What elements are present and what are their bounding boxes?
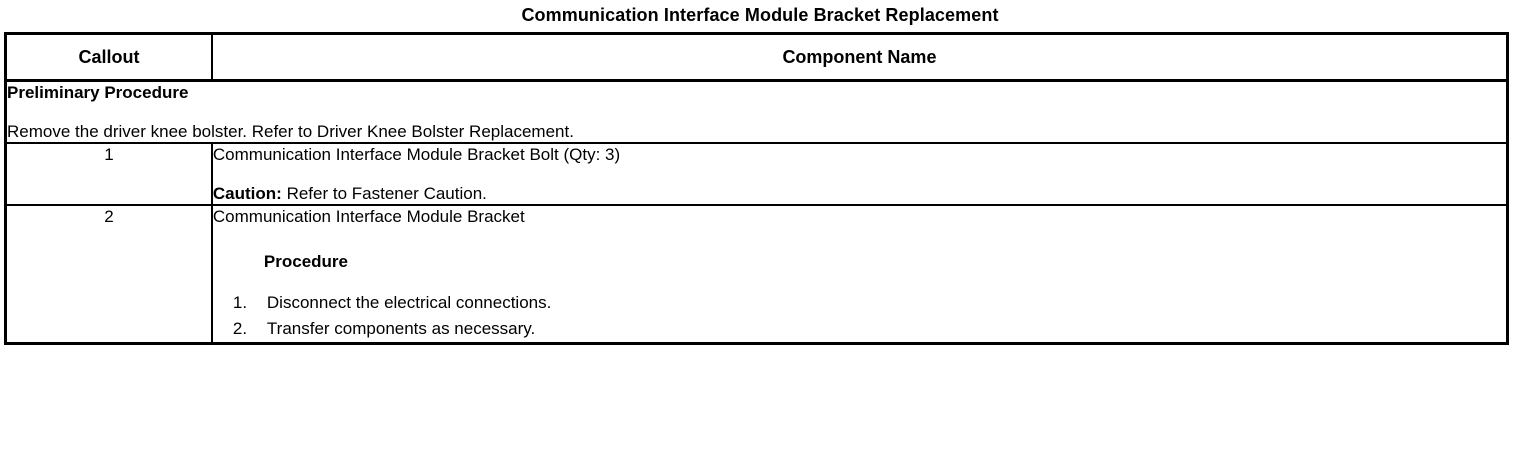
component-table: Callout Component Name Preliminary Proce… [4, 32, 1509, 345]
page-title: Communication Interface Module Bracket R… [521, 5, 999, 25]
caution-label: Caution: [212, 184, 282, 203]
preliminary-procedure-row: Preliminary Procedure Remove the driver … [4, 79, 1509, 144]
component-name-text: Communication Interface Module Bracket B… [212, 145, 621, 164]
component-name-cell: Communication Interface Module Bracket B… [210, 142, 1509, 206]
procedure-heading: Procedure [263, 252, 348, 271]
caution-note: Caution: Refer to Fastener Caution. [213, 183, 1506, 204]
preliminary-procedure-heading: Preliminary Procedure [7, 83, 189, 102]
callout-number: 2 [4, 204, 213, 345]
column-header-callout: Callout [4, 32, 213, 82]
callout-number: 1 [4, 142, 213, 206]
list-item: Disconnect the electrical connections. [233, 290, 552, 316]
procedure-step-list: Disconnect the electrical connections. T… [213, 290, 1506, 342]
table-row: 1 Communication Interface Module Bracket… [4, 142, 1509, 206]
preliminary-procedure-text: Remove the driver knee bolster. Refer to… [7, 122, 574, 141]
table-header-row: Callout Component Name [4, 32, 1509, 82]
caution-text: Refer to Fastener Caution. [281, 184, 487, 203]
preliminary-procedure-cell: Preliminary Procedure Remove the driver … [4, 79, 1509, 144]
table-row: 2 Communication Interface Module Bracket… [4, 204, 1509, 345]
column-header-component-name: Component Name [210, 32, 1509, 82]
component-name-cell: Communication Interface Module Bracket P… [210, 204, 1509, 345]
component-name-text: Communication Interface Module Bracket [212, 207, 525, 226]
list-item: Transfer components as necessary. [233, 316, 536, 342]
